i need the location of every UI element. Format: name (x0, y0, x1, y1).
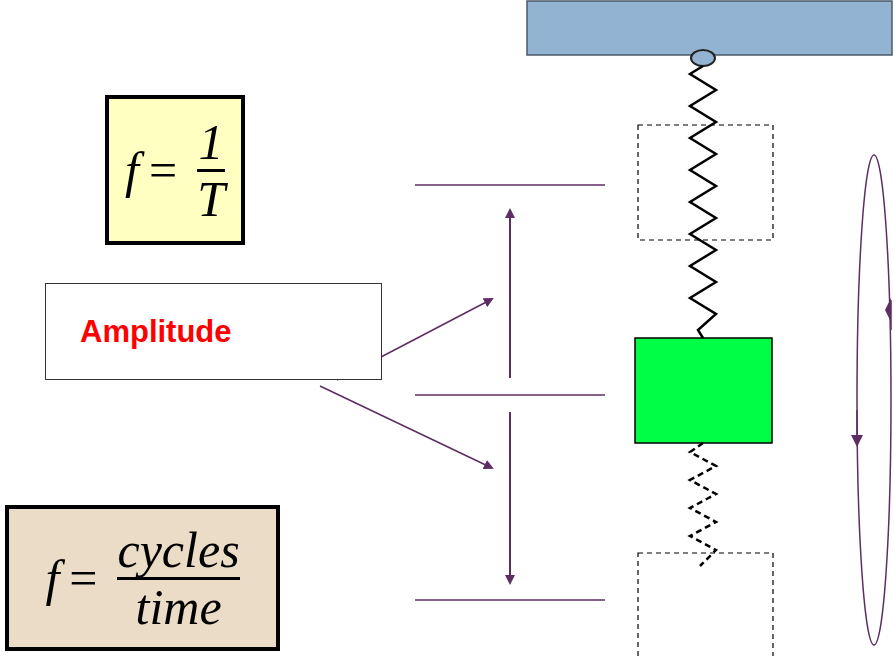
top-level-line (415, 184, 605, 186)
formula-variable: f (125, 141, 139, 199)
formula: f= cycles time (45, 525, 239, 632)
bottom-level-line (415, 599, 605, 601)
top-position-box (638, 125, 773, 240)
label-box: Amplitude (45, 283, 382, 380)
fraction: cycles time (117, 525, 239, 632)
fraction-bar (117, 577, 239, 580)
spring-hook (691, 50, 715, 66)
bottom-position-box (638, 553, 773, 656)
label-text: Amplitude (80, 314, 232, 350)
down-arrow (509, 412, 511, 583)
stretched-spring (690, 443, 716, 566)
cycle-arrow (885, 298, 891, 322)
fraction-bar (197, 169, 225, 172)
spring-coil (690, 66, 716, 338)
leader-line (320, 386, 492, 468)
formula-box: f=1T (105, 95, 245, 245)
denominator: time (136, 582, 222, 632)
rest-level-line (415, 394, 605, 396)
mass-block (635, 338, 772, 443)
formula: f=1T (125, 117, 225, 224)
cycle-loop (857, 155, 891, 645)
up-arrow (509, 210, 511, 378)
formula-operator: = (69, 549, 97, 607)
numerator: cycles (117, 525, 239, 575)
formula-operator: = (149, 141, 177, 199)
formula-variable: f (45, 549, 59, 607)
ceiling-bar (527, 1, 892, 55)
numerator: 1 (199, 117, 224, 167)
fraction: 1T (197, 117, 225, 224)
formula-box: f= cycles time (5, 505, 280, 651)
denominator: T (197, 174, 225, 224)
